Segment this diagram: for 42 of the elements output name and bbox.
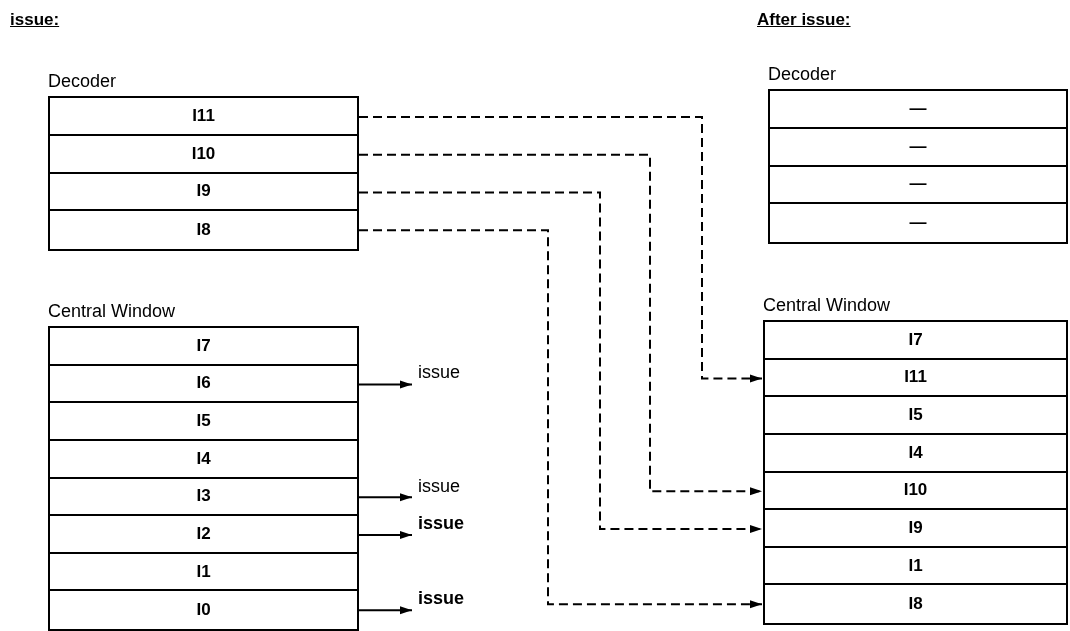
table-row: I8 <box>763 585 1068 623</box>
table-heading: Decoder <box>768 64 837 85</box>
table-row: — <box>768 204 1068 242</box>
dashed-arrow <box>358 153 763 496</box>
table-row: I9 <box>763 510 1068 548</box>
table-heading: Decoder <box>48 71 117 92</box>
table-row: I11 <box>763 359 1068 398</box>
section-heading: After issue: <box>757 10 851 30</box>
table-row: I4 <box>48 440 359 479</box>
table-row: I11 <box>48 98 359 136</box>
table-row: — <box>768 128 1068 167</box>
table-row: I10 <box>763 472 1068 511</box>
table-row: I7 <box>48 328 359 366</box>
dashed-arrow <box>358 229 763 609</box>
table-row: — <box>768 91 1068 129</box>
table-row: I2 <box>48 516 359 554</box>
arrow <box>358 380 413 389</box>
issue-label: issue <box>418 513 465 534</box>
table-row: I9 <box>48 173 359 212</box>
issue-label: issue <box>418 588 465 609</box>
arrow <box>358 606 413 615</box>
table-row: I6 <box>48 365 359 404</box>
table-row: I0 <box>48 591 359 629</box>
table-row: I4 <box>763 434 1068 473</box>
table-heading: Central Window <box>763 295 891 316</box>
table-row: I5 <box>48 403 359 441</box>
dashed-arrow <box>358 115 763 383</box>
arrow <box>358 530 413 539</box>
dashed-arrow <box>358 191 763 533</box>
table-row: I3 <box>48 478 359 517</box>
table-row: I8 <box>48 211 359 249</box>
issue-label: issue <box>418 362 461 383</box>
issue-label: issue <box>418 476 461 497</box>
table-row: I5 <box>763 397 1068 435</box>
table-row: I1 <box>763 547 1068 586</box>
table-row: I1 <box>48 553 359 592</box>
table-row: — <box>768 166 1068 205</box>
section-heading: issue: <box>10 10 60 30</box>
table-row: I10 <box>48 135 359 174</box>
table-row: I7 <box>763 322 1068 360</box>
table-heading: Central Window <box>48 301 176 322</box>
arrow <box>358 493 413 502</box>
